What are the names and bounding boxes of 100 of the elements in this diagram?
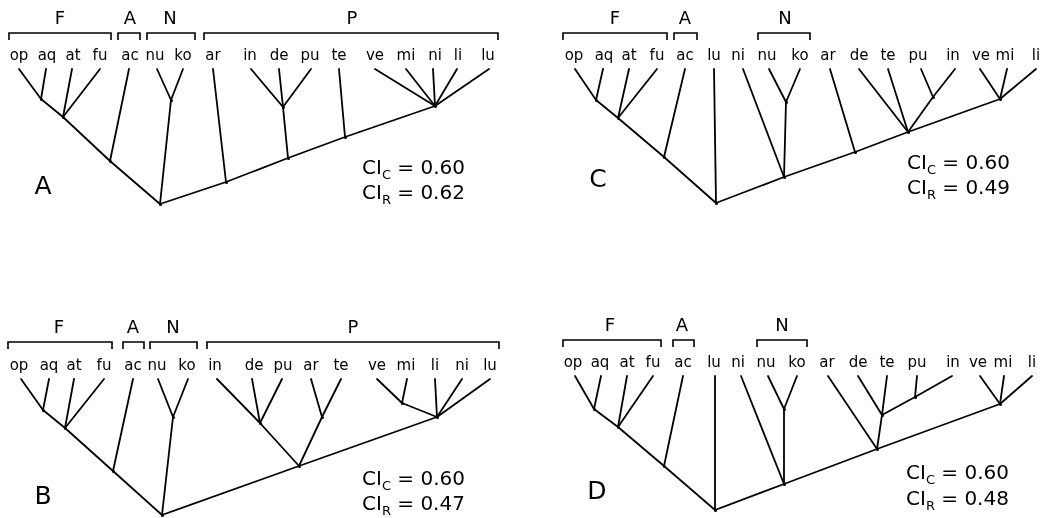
branch-line bbox=[827, 375, 878, 450]
taxon-label: fu bbox=[95, 355, 113, 379]
branch-line bbox=[109, 160, 161, 205]
branch-line bbox=[979, 375, 1001, 405]
branch-line bbox=[159, 99, 172, 205]
consistency-index: CI$_{R}$ = 0.48 bbox=[906, 488, 1009, 512]
branch-line bbox=[112, 470, 163, 516]
taxon-label: ar bbox=[302, 355, 320, 379]
taxon-label: aq bbox=[593, 45, 615, 69]
branch-line bbox=[595, 68, 604, 101]
taxon-label: lu bbox=[706, 45, 722, 69]
branch-line bbox=[157, 378, 174, 418]
branch-line bbox=[617, 68, 630, 119]
branch-line bbox=[714, 375, 716, 511]
branch-point bbox=[875, 447, 879, 451]
taxon-label: ve bbox=[970, 45, 992, 69]
branch-point bbox=[998, 97, 1002, 101]
group-label: P bbox=[347, 318, 359, 336]
branch-line bbox=[829, 68, 856, 153]
branch-line bbox=[42, 378, 50, 411]
branch-point bbox=[320, 415, 324, 419]
branch-point bbox=[400, 401, 404, 405]
branch-line bbox=[999, 68, 1037, 100]
branch-line bbox=[574, 68, 597, 101]
branch-line bbox=[999, 68, 1008, 100]
group-label: A bbox=[126, 318, 140, 336]
branch-line bbox=[999, 375, 1005, 405]
taxon-label: li bbox=[429, 355, 441, 379]
taxon-label: mi bbox=[994, 45, 1016, 69]
branch-line bbox=[259, 422, 300, 467]
branch-point bbox=[853, 150, 857, 154]
branch-line bbox=[374, 68, 436, 107]
taxon-label: te bbox=[879, 45, 897, 69]
taxon-label: ko bbox=[787, 352, 807, 376]
taxon-label: ac bbox=[675, 45, 695, 69]
consistency-index: CI$_{C}$ = 0.60 bbox=[906, 462, 1009, 486]
taxon-label: fu bbox=[644, 352, 662, 376]
branch-line bbox=[321, 378, 342, 418]
branch-line bbox=[767, 375, 785, 410]
branch-line bbox=[405, 68, 436, 107]
branch-line bbox=[278, 68, 284, 108]
taxon-label: ko bbox=[173, 45, 193, 69]
branch-line bbox=[783, 151, 856, 178]
branch-line bbox=[434, 68, 458, 107]
taxon-label: ko bbox=[177, 355, 197, 379]
branch-line bbox=[857, 375, 883, 416]
consistency-index: CI$_{R}$ = 0.47 bbox=[362, 493, 465, 517]
branch-point bbox=[297, 464, 301, 468]
panel-label: D bbox=[587, 477, 607, 503]
taxon-label: nu bbox=[756, 45, 778, 69]
taxon-label: lu bbox=[706, 352, 722, 376]
taxon-label: at bbox=[64, 45, 82, 69]
taxon-label: te bbox=[332, 355, 350, 379]
taxon-label: pu bbox=[272, 355, 294, 379]
taxon-label: li bbox=[1026, 352, 1038, 376]
taxon-label: ni bbox=[730, 45, 746, 69]
taxon-label: ni bbox=[427, 45, 443, 69]
consistency-index: CI$_{C}$ = 0.60 bbox=[362, 157, 465, 181]
branch-point bbox=[784, 100, 788, 104]
branch-point bbox=[108, 159, 112, 163]
branch-line bbox=[282, 106, 289, 159]
taxon-label: in bbox=[207, 355, 223, 379]
group-label: N bbox=[163, 9, 177, 27]
branch-line bbox=[225, 157, 289, 183]
taxon-label: nu bbox=[144, 45, 166, 69]
branch-line bbox=[595, 99, 619, 119]
group-label: F bbox=[54, 9, 66, 27]
branch-point bbox=[913, 395, 917, 399]
branch-line bbox=[216, 378, 261, 424]
panel-label: A bbox=[34, 172, 52, 198]
taxon-label: ni bbox=[454, 355, 470, 379]
taxon-label: ac bbox=[123, 355, 143, 379]
taxon-label: ko bbox=[790, 45, 810, 69]
branch-line bbox=[979, 68, 1001, 100]
branch-line bbox=[161, 416, 174, 516]
taxon-label: op bbox=[562, 352, 584, 376]
branch-point bbox=[169, 98, 173, 102]
branch-line bbox=[768, 68, 787, 103]
branch-line bbox=[40, 98, 64, 118]
branch-point bbox=[906, 130, 910, 134]
branch-point bbox=[171, 415, 175, 419]
group-label: A bbox=[678, 9, 692, 27]
branch-line bbox=[156, 68, 172, 101]
branch-point bbox=[63, 426, 67, 430]
branch-point bbox=[662, 464, 666, 468]
branch-line bbox=[282, 68, 312, 108]
branch-line bbox=[401, 402, 438, 418]
branch-line bbox=[251, 378, 261, 424]
branch-line bbox=[64, 378, 105, 429]
consistency-index: CI$_{C}$ = 0.60 bbox=[907, 152, 1010, 176]
consistency-index: CI$_{R}$ = 0.49 bbox=[907, 177, 1010, 201]
branch-line bbox=[663, 68, 686, 158]
branch-point bbox=[713, 508, 717, 512]
branch-point bbox=[258, 421, 262, 425]
branch-point bbox=[39, 97, 43, 101]
branch-line bbox=[881, 396, 916, 416]
branch-point bbox=[433, 104, 437, 108]
taxon-label: in bbox=[945, 352, 961, 376]
taxon-label: ac bbox=[120, 45, 140, 69]
branch-line bbox=[617, 117, 665, 158]
